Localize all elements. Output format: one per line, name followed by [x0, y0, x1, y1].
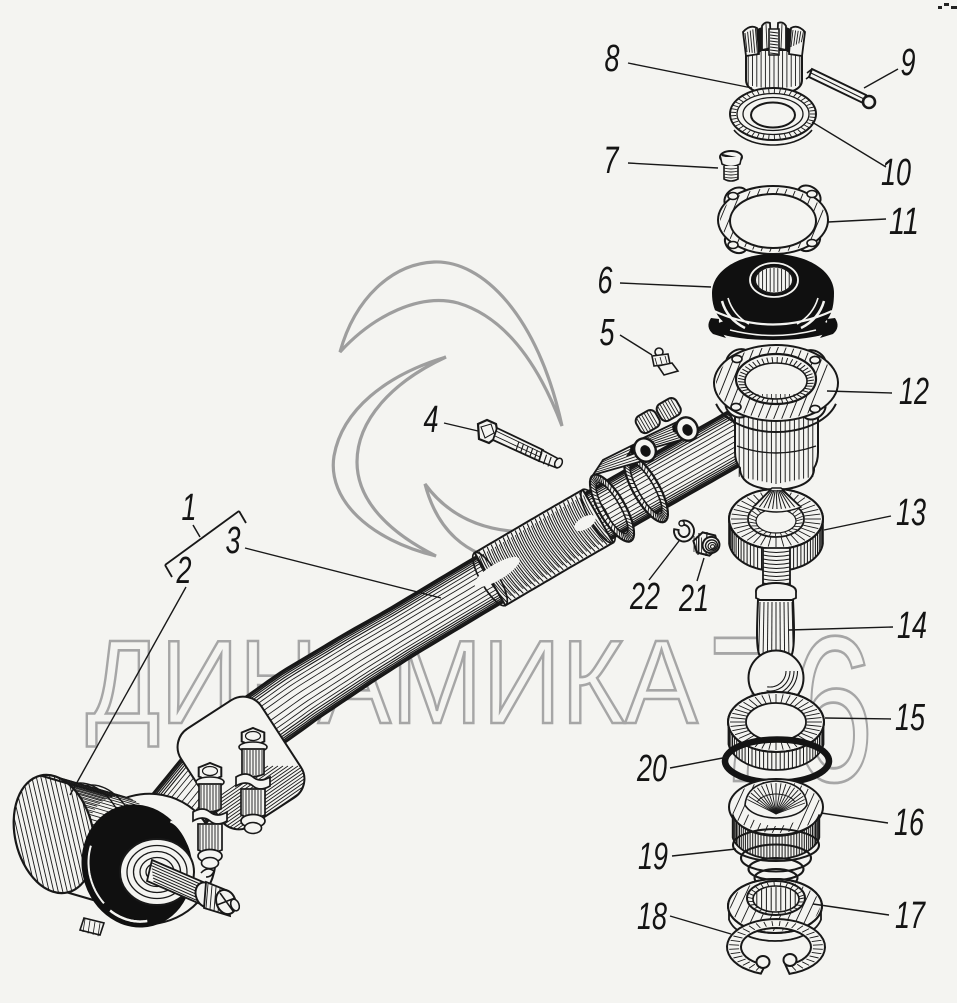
svg-text:2: 2 [176, 550, 192, 592]
svg-text:20: 20 [636, 748, 667, 790]
svg-text:16: 16 [894, 802, 925, 844]
svg-text:15: 15 [895, 697, 926, 739]
svg-text:14: 14 [897, 605, 927, 647]
svg-text:12: 12 [899, 371, 929, 413]
svg-text:10: 10 [881, 152, 911, 194]
svg-text:3: 3 [226, 520, 241, 562]
svg-text:8: 8 [605, 38, 620, 80]
svg-text:17: 17 [895, 895, 926, 937]
svg-text:7: 7 [604, 140, 620, 182]
svg-text:4: 4 [424, 399, 439, 441]
svg-text:11: 11 [889, 201, 919, 243]
svg-text:22: 22 [629, 576, 660, 618]
svg-text:21: 21 [678, 578, 709, 620]
svg-text:9: 9 [901, 42, 916, 84]
svg-text:6: 6 [598, 260, 614, 302]
svg-text:19: 19 [638, 836, 668, 878]
svg-text:18: 18 [637, 896, 667, 938]
svg-text:13: 13 [896, 492, 926, 534]
svg-text:1: 1 [182, 487, 197, 529]
svg-text:5: 5 [600, 312, 616, 354]
